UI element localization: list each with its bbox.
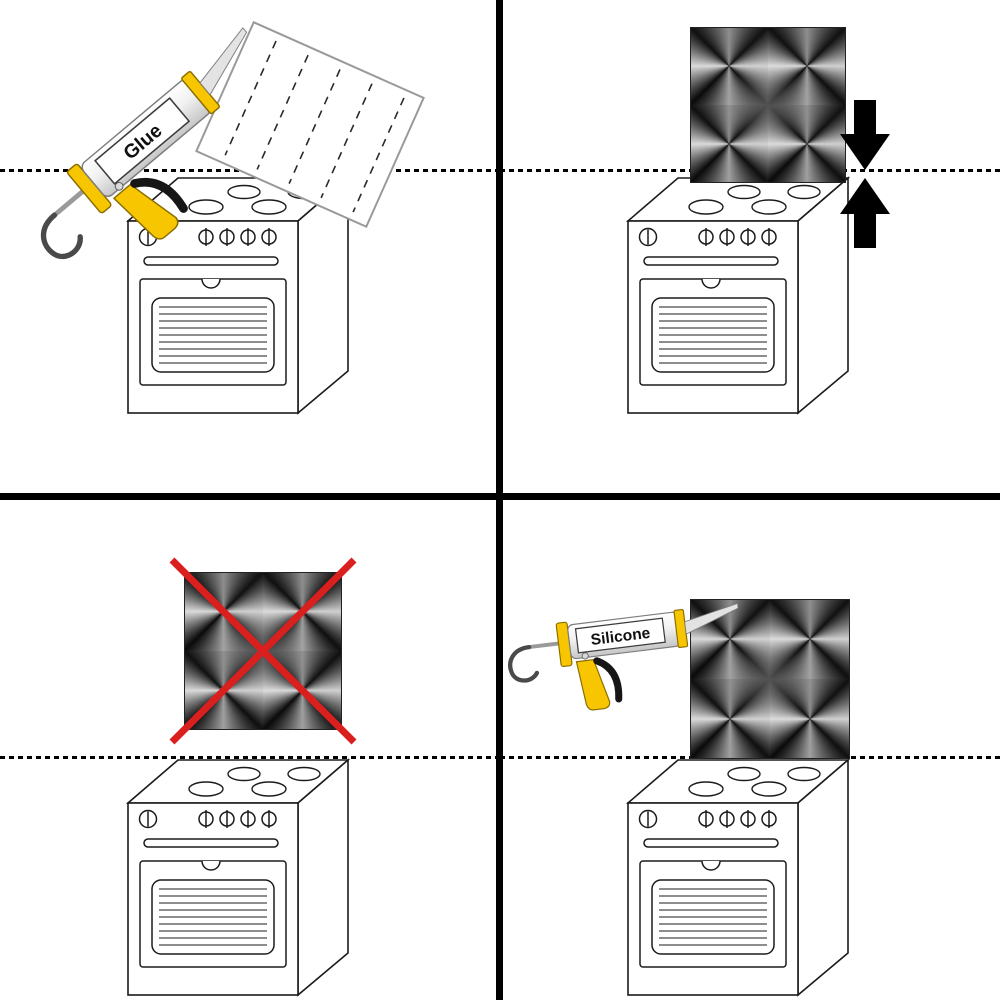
stove-illustration — [126, 758, 351, 998]
panel-press-to-wall — [500, 0, 1000, 500]
panel-seal-with-silicone: Silicone — [500, 500, 1000, 1000]
caulking-gun-silicone: Silicone — [498, 581, 760, 728]
caulking-gun-glue: Glue — [0, 0, 330, 311]
wall-line — [0, 756, 500, 759]
stove-illustration — [626, 758, 851, 998]
panel-incorrect-placement — [0, 500, 500, 1000]
press-arrows-icon — [840, 100, 890, 248]
red-cross-icon — [169, 557, 357, 745]
backsplash-panel-with-glue-beads — [195, 20, 425, 229]
stove-illustration — [626, 176, 851, 416]
metal-backsplash-panel — [690, 27, 846, 183]
arrow-up-icon — [840, 178, 890, 248]
panel-apply-glue: Glue — [0, 0, 500, 500]
horizontal-divider — [0, 493, 1000, 500]
caulk-gun-icon — [506, 601, 749, 719]
arrow-down-icon — [840, 100, 890, 170]
vertical-divider — [496, 0, 503, 1000]
gun-label-plate — [94, 97, 191, 185]
gun-label-plate — [574, 617, 666, 654]
metal-backsplash-panel — [690, 599, 850, 759]
